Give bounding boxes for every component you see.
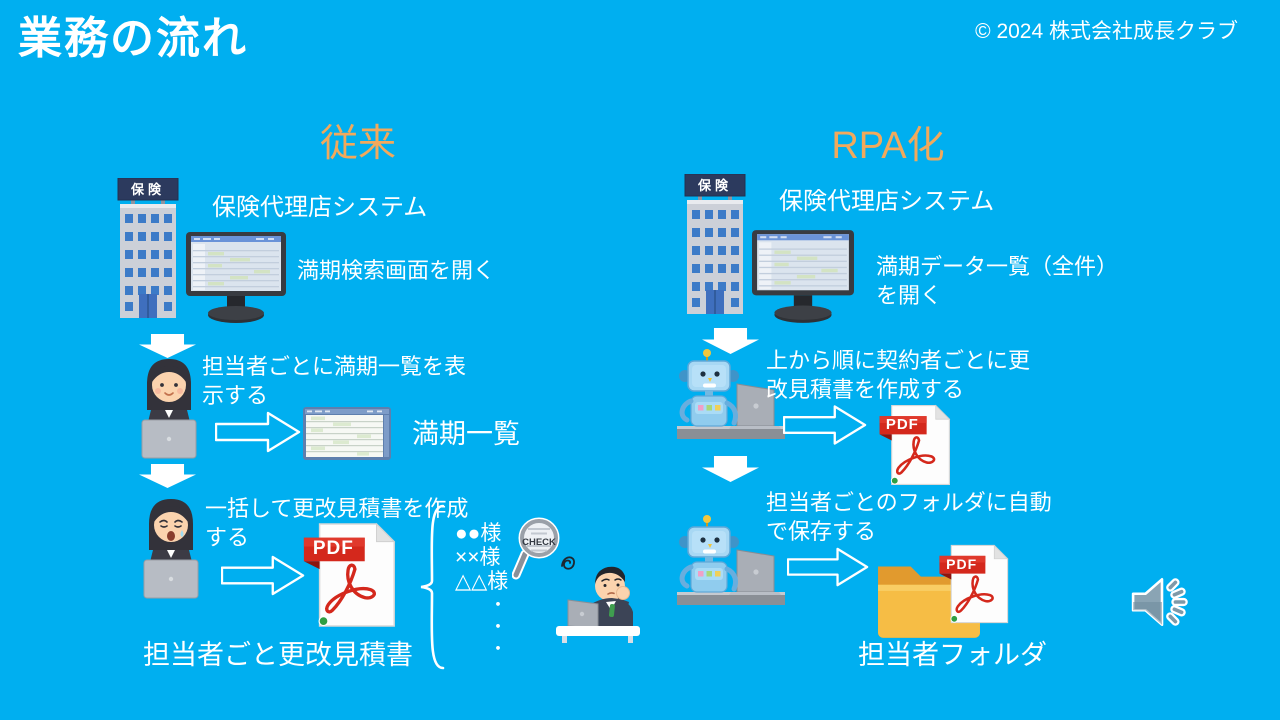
- crt-monitor-icon: [752, 230, 854, 324]
- down-arrow-icon: [702, 456, 759, 482]
- insurance-building-icon: 保険: [684, 174, 746, 314]
- rpa-step3-result: 担当者フォルダ: [858, 640, 1047, 670]
- spreadsheet-icon: [303, 407, 391, 460]
- check-magnifier-icon: CHECK: [512, 516, 566, 582]
- pdf-label: PDF: [885, 416, 919, 434]
- right-arrow-icon: [783, 404, 867, 446]
- rpa-heading: RPA化: [831, 125, 945, 167]
- rpa-system-label: 保険代理店システム: [779, 188, 995, 215]
- office-woman-sad-icon: [139, 492, 203, 600]
- tired-man-icon: [536, 548, 642, 644]
- customer-list-ellipsis: ・: [489, 639, 507, 659]
- pdf-file-icon: PDF: [878, 404, 954, 486]
- pdf-label: PDF: [312, 537, 354, 559]
- brace-icon: [413, 503, 447, 671]
- traditional-step1-text: 満期検索画面を開く: [297, 258, 496, 283]
- down-arrow-icon: [139, 464, 196, 488]
- traditional-step2-result: 満期一覧: [412, 419, 520, 449]
- building-sign-label: 保険: [130, 182, 165, 197]
- rpa-step3-text: 担当者ごとのフォルダに自動 で保存する: [766, 490, 1052, 545]
- speaker-icon[interactable]: [1130, 572, 1194, 632]
- customer-list-item: ●●様: [455, 522, 502, 545]
- check-label: CHECK: [522, 537, 556, 548]
- right-arrow-icon: [215, 411, 301, 453]
- customer-list-item: ××様: [455, 546, 501, 569]
- insurance-building-icon: 保険: [117, 178, 179, 318]
- rpa-step2-text: 上から順に契約者ごとに更 改見積書を作成する: [766, 348, 1031, 403]
- customer-list: ●●様 ××様 △△様 ・ ・ ・: [455, 522, 508, 660]
- pdf-file-icon: PDF: [302, 522, 400, 628]
- traditional-system-label: 保険代理店システム: [212, 194, 428, 221]
- traditional-step3-result: 担当者ごと更改見積書: [143, 640, 413, 670]
- customer-list-ellipsis: ・: [489, 617, 507, 637]
- customer-list-item: △△様: [455, 570, 509, 593]
- crt-monitor-icon: [186, 232, 286, 324]
- pdf-file-icon: PDF: [938, 544, 1012, 624]
- page-title: 業務の流れ: [18, 14, 248, 63]
- traditional-step2-text: 担当者ごとに満期一覧を表 示する: [202, 354, 467, 409]
- rpa-step1-text: 満期データ一覧（全件） を開く: [876, 254, 1119, 309]
- copyright: © 2024 株式会社成長クラブ: [975, 20, 1238, 43]
- pdf-label: PDF: [946, 556, 978, 572]
- right-arrow-icon: [221, 554, 305, 597]
- office-woman-icon: [137, 352, 201, 460]
- traditional-step3-text: 一括して更改見積書を作成 する: [205, 496, 469, 551]
- customer-list-ellipsis: ・: [489, 595, 507, 615]
- traditional-heading: 従来: [319, 123, 396, 165]
- building-sign-label: 保険: [697, 178, 732, 193]
- right-arrow-icon: [787, 546, 869, 588]
